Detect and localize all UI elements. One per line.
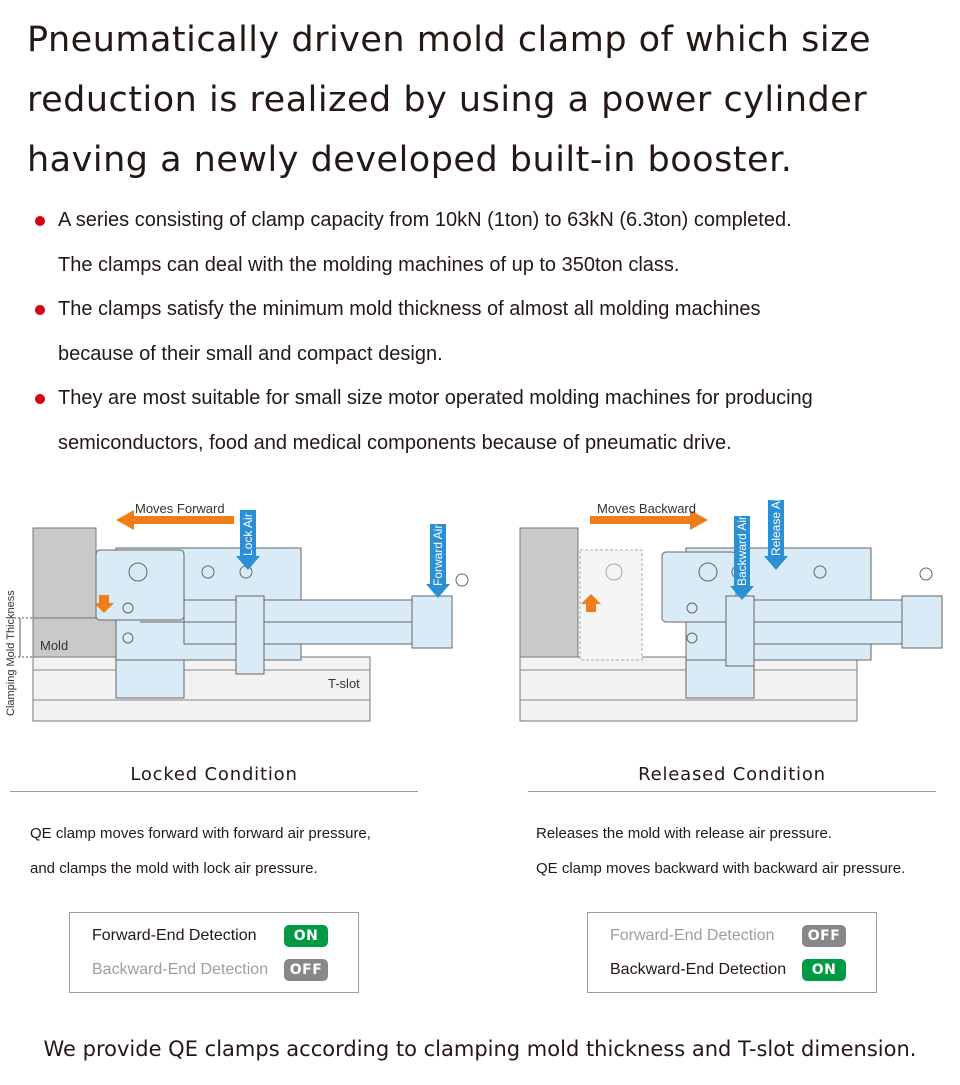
mold-label: Mold [40, 638, 68, 653]
bolt-icon [686, 602, 698, 614]
detection-label: Backward-End Detection [92, 961, 269, 978]
rod-block [235, 595, 265, 675]
machine-platen [519, 527, 579, 659]
released-title: Released Condition [638, 764, 826, 785]
feature-item: They are most suitable for small size mo… [33, 376, 943, 465]
clamp-head [95, 549, 185, 621]
detection-row: Backward-End Detection [610, 961, 786, 979]
footer-note: We provide QE clamps according to clampi… [43, 1037, 917, 1061]
status-badge: OFF [802, 925, 846, 947]
locked-title: Locked Condition [130, 764, 298, 785]
feature-line: because of their small and compact desig… [58, 342, 443, 365]
description-line: Releases the mold with release air press… [536, 825, 832, 842]
feature-line: They are most suitable for small size mo… [58, 387, 813, 409]
release-air-label: Release Air [769, 495, 783, 556]
released-description: Releases the mold with release air press… [536, 816, 956, 886]
arrow-down-icon [236, 556, 260, 570]
status-badge: ON [284, 925, 328, 947]
machine-platen [32, 527, 97, 621]
detection-row: Forward-End Detection [92, 927, 257, 945]
bolt-icon [122, 602, 134, 614]
locked-description: QE clamp moves forward with forward air … [30, 816, 440, 886]
feature-line: The clamps can deal with the molding mac… [58, 253, 680, 276]
bolt-icon [813, 565, 827, 579]
arrow-down-icon [764, 556, 788, 570]
bolt-icon [122, 632, 134, 644]
arrow-down-icon [94, 595, 114, 613]
clamp-head [661, 551, 737, 623]
description-line: QE clamp moves forward with forward air … [30, 825, 371, 842]
locked-divider [10, 791, 418, 792]
headline-line: having a newly developed built-in booste… [27, 140, 793, 180]
mold-block [32, 617, 119, 659]
detection-label: Forward-End Detection [610, 927, 775, 944]
bullet-dot-icon [35, 305, 45, 315]
arrow-label: Moves Forward [135, 501, 225, 516]
status-badge: ON [802, 959, 846, 981]
detection-row: Backward-End Detection [92, 961, 268, 979]
locked-detection-panel: Forward-End Detection ON Backward-End De… [69, 912, 359, 993]
feature-line: semiconductors, food and medical compone… [58, 431, 732, 454]
clamp-foot [115, 659, 185, 699]
arrow-label: Moves Backward [597, 501, 696, 516]
arrow-down-icon [426, 584, 450, 598]
fitting-icon [919, 567, 933, 581]
description-line: QE clamp moves backward with backward ai… [536, 860, 906, 877]
lock-air-label: Lock Air [241, 513, 255, 556]
rod-block [725, 595, 755, 667]
headline: Pneumatically driven mold clamp of which… [27, 10, 947, 190]
base-plate [32, 656, 371, 722]
thickness-label: Clamping Mold Thickness [5, 590, 17, 716]
description-line: and clamps the mold with lock air pressu… [30, 860, 318, 877]
arrow-up-icon [581, 594, 601, 612]
feature-line: The clamps satisfy the minimum mold thic… [58, 298, 761, 320]
tslot-label: T-slot [328, 676, 360, 691]
bullet-dot-icon [35, 394, 45, 404]
released-detection-panel: Forward-End Detection OFF Backward-End D… [587, 912, 877, 993]
arrow-down-icon [730, 586, 754, 600]
feature-line: A series consisting of clamp capacity fr… [58, 209, 792, 231]
bolt-icon [128, 562, 148, 582]
headline-line: Pneumatically driven mold clamp of which… [27, 20, 871, 60]
status-badge: OFF [284, 959, 328, 981]
forward-air-label: Forward Air [431, 525, 445, 586]
bolt-icon [686, 632, 698, 644]
cylinder-cap [411, 595, 453, 649]
backward-air-label: Backward Air [735, 516, 749, 586]
detection-label: Backward-End Detection [610, 961, 787, 978]
feature-item: A series consisting of clamp capacity fr… [33, 198, 943, 287]
feature-item: The clamps satisfy the minimum mold thic… [33, 287, 943, 376]
released-diagram: Moves Backward Backward Air Release Air [519, 495, 943, 722]
bolt-icon [698, 562, 718, 582]
locked-diagram: Moves Forward Lock Air Forward Air Mold … [5, 501, 469, 722]
feature-list: A series consisting of clamp capacity fr… [33, 198, 943, 465]
headline-line: reduction is realized by using a power c… [27, 80, 868, 120]
arrow-left-icon [116, 510, 234, 530]
detection-label: Forward-End Detection [92, 927, 257, 944]
arrow-right-icon [590, 510, 708, 530]
cylinder-cap [901, 595, 943, 649]
released-divider [528, 791, 936, 792]
fitting-icon [455, 573, 469, 587]
bolt-icon [201, 565, 215, 579]
detection-row: Forward-End Detection [610, 927, 775, 945]
bullet-dot-icon [35, 216, 45, 226]
